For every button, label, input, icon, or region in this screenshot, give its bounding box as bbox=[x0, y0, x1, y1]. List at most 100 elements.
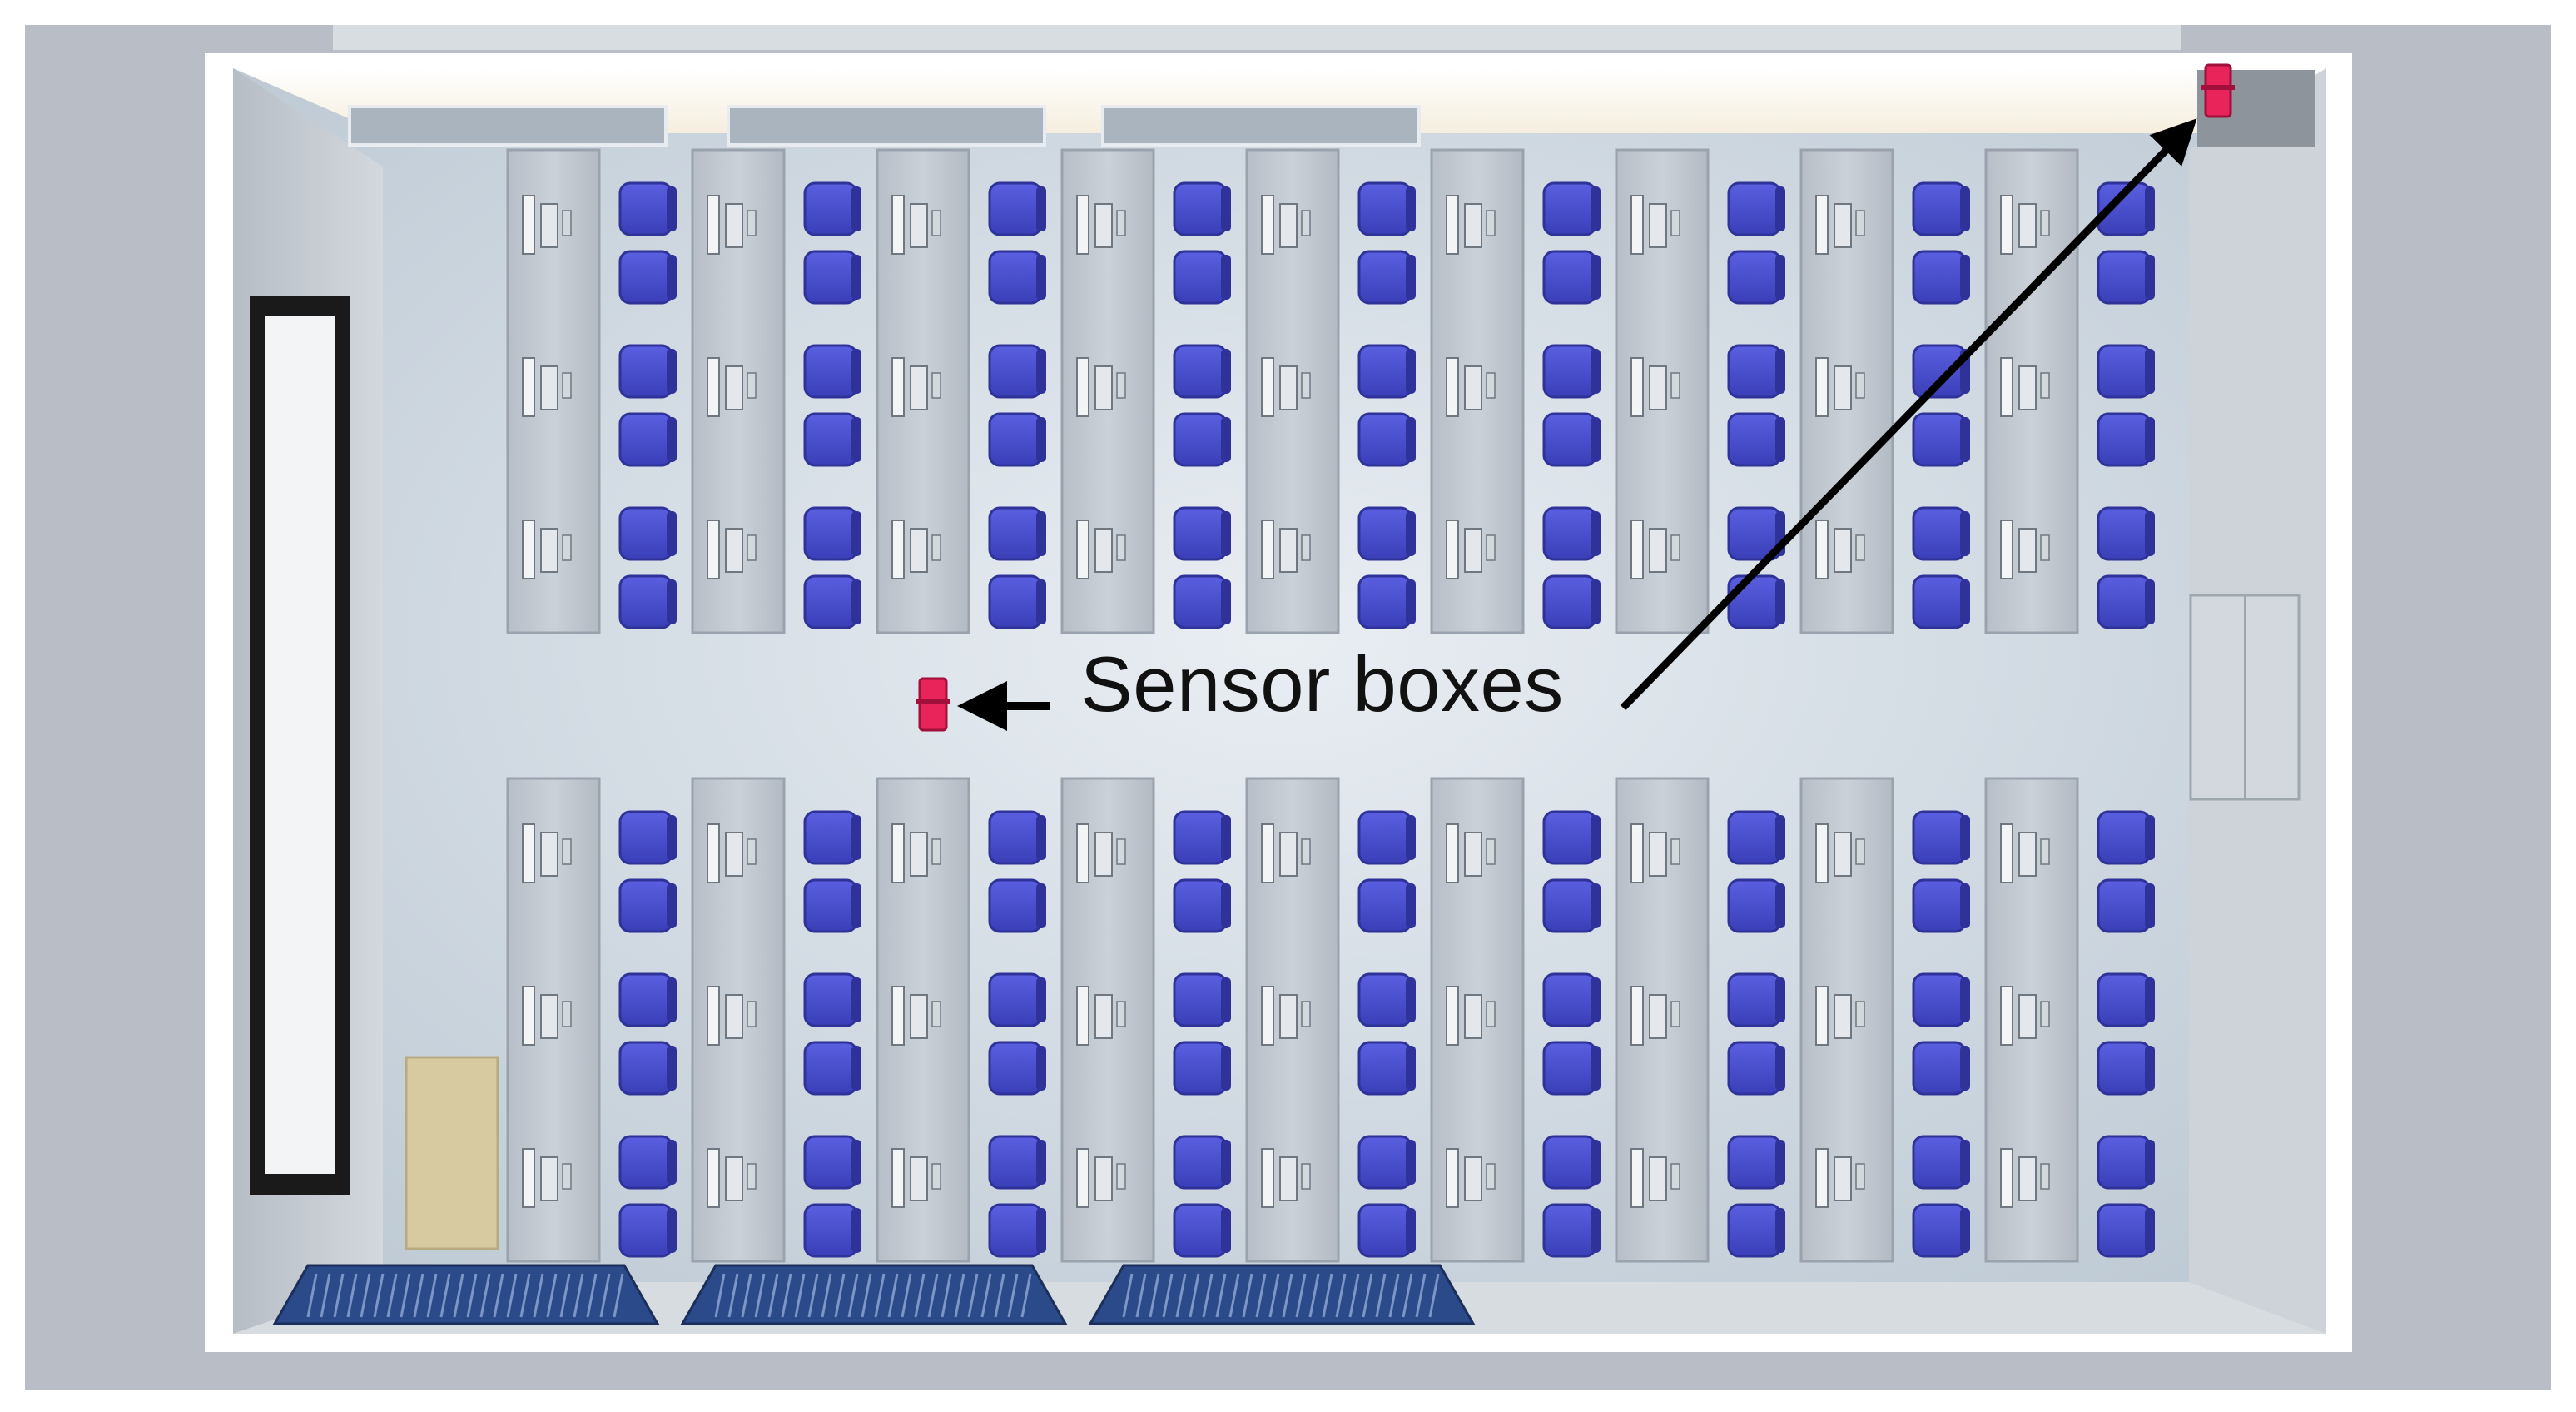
chair bbox=[1357, 412, 1412, 467]
chair-back bbox=[851, 815, 861, 860]
chair-back bbox=[1960, 255, 1970, 300]
chair bbox=[1912, 412, 1967, 467]
chair-back bbox=[1960, 1140, 1970, 1185]
sensor-boxes bbox=[916, 63, 2235, 732]
chair bbox=[988, 1135, 1043, 1190]
computer-icon bbox=[931, 534, 941, 561]
chair-back bbox=[1221, 883, 1231, 928]
chair-back bbox=[1960, 1046, 1970, 1091]
computer-icon bbox=[1486, 534, 1496, 561]
chair-back bbox=[1036, 579, 1046, 624]
chair bbox=[988, 574, 1043, 629]
desk-unit bbox=[1245, 148, 1416, 634]
chair-back bbox=[1775, 977, 1785, 1022]
keyboard-icon bbox=[725, 528, 743, 573]
chair bbox=[1912, 506, 1967, 561]
chair bbox=[2097, 412, 2152, 467]
computer-icon bbox=[562, 210, 572, 236]
computer-icon bbox=[1116, 210, 1126, 236]
monitor-icon bbox=[2000, 823, 2013, 883]
chair-back bbox=[1591, 186, 1601, 231]
chair bbox=[1542, 1041, 1597, 1096]
chair bbox=[988, 412, 1043, 467]
doormat bbox=[272, 1264, 660, 1325]
computer-icon bbox=[1116, 838, 1126, 865]
chair bbox=[1542, 181, 1597, 236]
chair bbox=[1357, 1203, 1412, 1258]
computer-icon bbox=[931, 372, 941, 399]
monitor-icon bbox=[522, 823, 535, 883]
monitor-icon bbox=[1446, 357, 1459, 417]
monitor-icon bbox=[1261, 986, 1274, 1046]
chair-back bbox=[1221, 255, 1231, 300]
computer-icon bbox=[1116, 534, 1126, 561]
chair bbox=[1173, 574, 1228, 629]
chair-back bbox=[1221, 1046, 1231, 1091]
chair-back bbox=[667, 977, 677, 1022]
chair bbox=[988, 181, 1043, 236]
keyboard-icon bbox=[910, 1156, 928, 1201]
chair bbox=[1542, 972, 1597, 1027]
keyboard-icon bbox=[1464, 1156, 1482, 1201]
computer-icon bbox=[1116, 372, 1126, 399]
keyboard-icon bbox=[2018, 203, 2037, 248]
desk-unit bbox=[1799, 777, 1970, 1263]
computer-icon bbox=[562, 372, 572, 399]
chair bbox=[1542, 412, 1597, 467]
keyboard-icon bbox=[725, 365, 743, 410]
chair bbox=[1173, 1203, 1228, 1258]
chair-back bbox=[2145, 1140, 2155, 1185]
doormats bbox=[272, 1264, 1476, 1325]
monitor-icon bbox=[1630, 986, 1644, 1046]
keyboard-icon bbox=[1834, 365, 1852, 410]
monitor-icon bbox=[1261, 1148, 1274, 1208]
computer-icon bbox=[2040, 1163, 2050, 1190]
monitor-icon bbox=[1446, 823, 1459, 883]
chair-back bbox=[667, 417, 677, 462]
chair bbox=[803, 1135, 858, 1190]
keyboard-icon bbox=[1649, 365, 1667, 410]
computer-icon bbox=[562, 1001, 572, 1027]
keyboard-icon bbox=[540, 1156, 558, 1201]
keyboard-icon bbox=[1094, 994, 1113, 1039]
chair bbox=[1912, 344, 1967, 399]
keyboard-icon bbox=[725, 203, 743, 248]
keyboard-icon bbox=[1279, 203, 1298, 248]
monitor-icon bbox=[1815, 986, 1829, 1046]
chair-back bbox=[1406, 1140, 1416, 1185]
chair-back bbox=[851, 579, 861, 624]
monitor-icon bbox=[1446, 520, 1459, 579]
chair bbox=[2097, 250, 2152, 305]
keyboard-icon bbox=[1464, 203, 1482, 248]
keyboard-icon bbox=[1834, 528, 1852, 573]
chair bbox=[988, 344, 1043, 399]
chair bbox=[1542, 574, 1597, 629]
chair bbox=[988, 1041, 1043, 1096]
chair-back bbox=[1960, 1208, 1970, 1253]
keyboard-icon bbox=[2018, 1156, 2037, 1201]
keyboard-icon bbox=[1464, 365, 1482, 410]
chair-back bbox=[1591, 255, 1601, 300]
chair-back bbox=[1960, 186, 1970, 231]
chair-back bbox=[851, 1140, 861, 1185]
chair-back bbox=[667, 349, 677, 394]
desk-unit bbox=[1245, 777, 1416, 1263]
desk-unit bbox=[1615, 777, 1785, 1263]
computer-icon bbox=[1486, 210, 1496, 236]
computer-icon bbox=[1301, 372, 1311, 399]
chair bbox=[803, 250, 858, 305]
chair-back bbox=[1960, 815, 1970, 860]
chair bbox=[803, 506, 858, 561]
chair-back bbox=[2145, 511, 2155, 556]
keyboard-icon bbox=[1094, 365, 1113, 410]
chair bbox=[803, 412, 858, 467]
chair bbox=[2097, 810, 2152, 865]
chair-back bbox=[1036, 1208, 1046, 1253]
chair bbox=[1173, 878, 1228, 933]
sensor-box-stripe bbox=[916, 699, 950, 704]
keyboard-icon bbox=[1279, 528, 1298, 573]
chair-back bbox=[1775, 1046, 1785, 1091]
chair-back bbox=[1775, 417, 1785, 462]
keyboard-icon bbox=[1094, 832, 1113, 877]
